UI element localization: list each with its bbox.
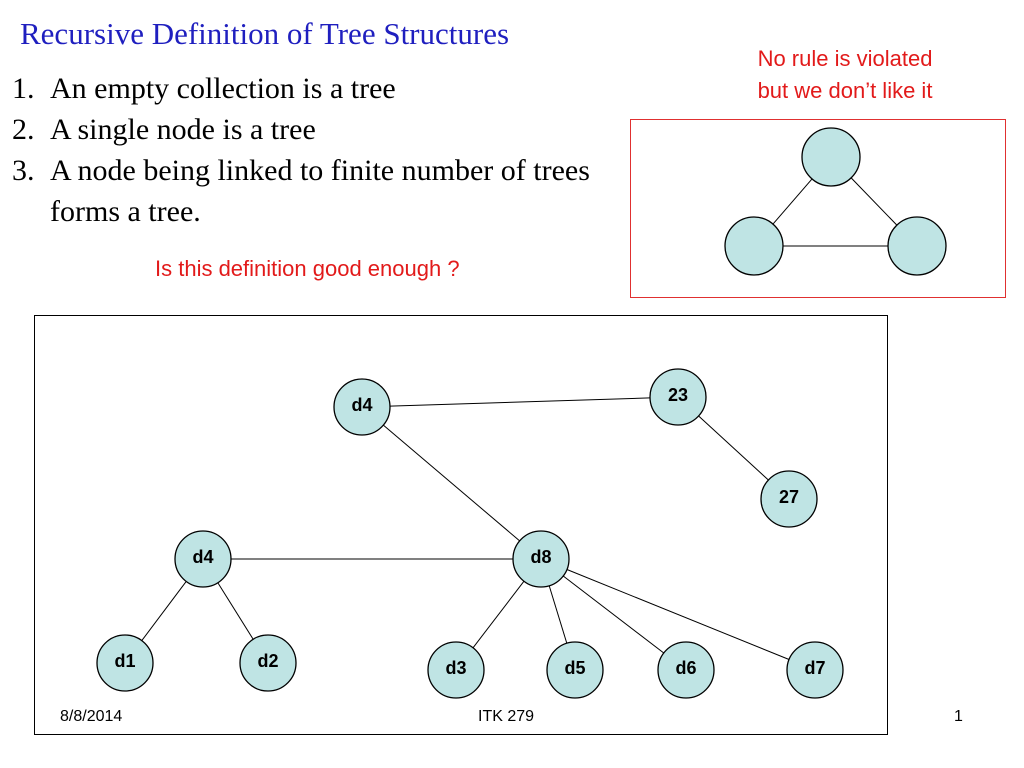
node-circle [760,470,818,528]
node-label: d4 [351,395,372,415]
graph-node-d7: d7 [786,641,844,699]
rule-item: 2. A single node is a tree [0,109,610,150]
violation-note: No rule is violated but we don’t like it [700,43,990,107]
rule-text: A node being linked to finite number of … [50,154,590,228]
node-circle [657,641,715,699]
slide-title: Recursive Definition of Tree Structures [20,16,510,51]
graph-node-d4-top: d4 [333,378,391,436]
node-circle [512,530,570,588]
graph-edge-n23-n27 [698,415,769,481]
footer-course: ITK 279 [478,708,535,725]
node-label: 27 [779,487,799,507]
tree-diagram-frame [34,315,888,735]
node-label: 23 [668,385,688,405]
triangle-node-tri-left [724,216,784,276]
node-circle [427,641,485,699]
graph-edge-d8-d7 [566,569,790,660]
node-label: d4 [192,547,213,567]
graph-node-d2: d2 [239,634,297,692]
node-circle [887,216,947,276]
node-circle [724,216,784,276]
node-label: d6 [675,658,696,678]
violation-note-line1: No rule is violated [757,46,933,71]
rule-number: 2. [12,113,35,146]
node-circle [96,634,154,692]
node-circle [649,368,707,426]
triangle-node-tri-right [887,216,947,276]
violation-note-line2: but we don’t like it [757,78,933,103]
graph-edge-d4-left-d2 [217,582,254,640]
graph-node-d1: d1 [96,634,154,692]
definition-question: Is this definition good enough ? [155,256,460,281]
node-circle [239,634,297,692]
node-circle [546,641,604,699]
node-label: d5 [564,658,585,678]
graph-node-d6: d6 [657,641,715,699]
graph-node-d4-left: d4 [174,530,232,588]
graph-node-d5: d5 [546,641,604,699]
rule-number: 1. [12,72,35,105]
node-label: d2 [257,651,278,671]
graph-edge-d4-left-d1 [141,581,187,641]
rule-number: 3. [12,154,35,187]
node-circle [801,127,861,187]
node-label: d7 [804,658,825,678]
graph-edge-d8-d5 [548,585,568,644]
rule-text: An empty collection is a tree [50,72,396,105]
node-circle [333,378,391,436]
graph-node-d3: d3 [427,641,485,699]
node-label: d8 [530,547,551,567]
graph-edge-d8-d3 [472,580,525,649]
graph-node-d8: d8 [512,530,570,588]
rule-item: 3. A node being linked to finite number … [0,150,610,232]
triangle-example-box [630,119,1006,298]
graph-node-n27: 27 [760,470,818,528]
graph-edge-d8-d6 [562,575,665,654]
graph-node-n23: 23 [649,368,707,426]
node-label: d1 [114,651,135,671]
graph-edge-d4-top-n23 [389,397,651,407]
footer-date: 8/8/2014 [60,708,123,725]
node-circle [174,530,232,588]
rule-text: A single node is a tree [50,113,316,146]
footer-page-number: 1 [954,708,963,725]
node-label: d3 [445,658,466,678]
triangle-edge-tri-top-tri-left [772,178,813,225]
triangle-edge-tri-top-tri-right [850,177,898,226]
triangle-node-tri-top [801,127,861,187]
rules-list: 1. An empty collection is a tree 2. A si… [0,68,610,232]
rule-item: 1. An empty collection is a tree [0,68,610,109]
graph-edge-d4-top-d8 [383,424,520,542]
node-circle [786,641,844,699]
